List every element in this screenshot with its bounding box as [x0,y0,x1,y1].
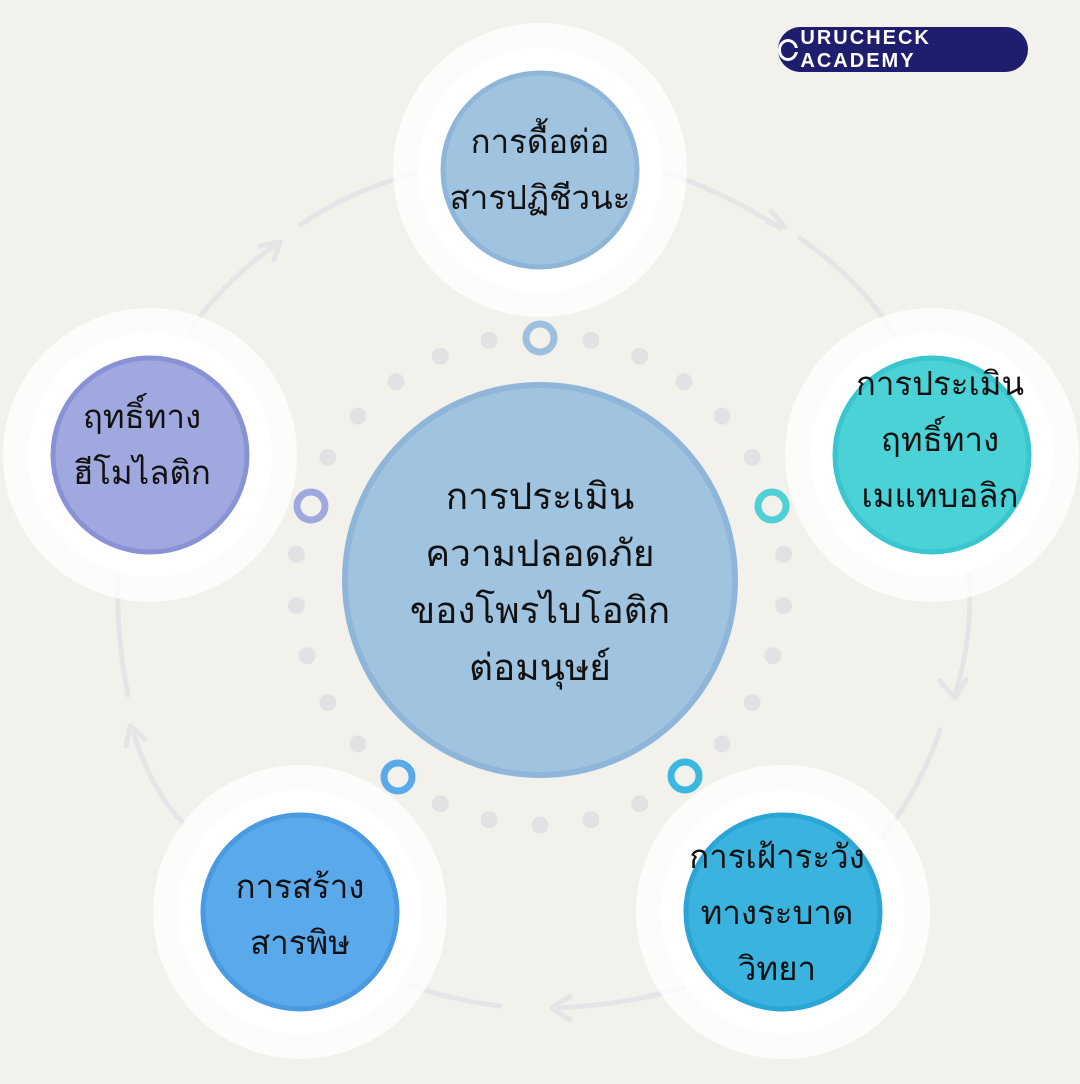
cycle-arrowhead-8 [257,239,283,263]
center-circle [342,382,738,778]
cycle-arc-8 [187,240,281,333]
accent-ring-dot-2 [667,758,703,794]
ring-dot-21 [298,647,316,665]
ring-dot-1 [582,331,600,349]
accent-ring-dot-1 [754,488,790,524]
cycle-arrowhead-6 [123,723,148,749]
ring-dot-7 [775,545,793,563]
ring-dot-23 [287,545,305,563]
ring-dot-20 [319,694,337,711]
cycle-arc-6 [130,727,188,828]
ring-dot-28 [431,347,449,365]
ring-dot-29 [480,331,498,349]
ring-dot-17 [431,795,449,813]
node-circle-4 [50,355,250,555]
node-circle-0 [440,70,640,270]
node-label-antibiotic-resistance: การดื้อต่อ สารปฏิชีวนะ [449,122,631,217]
g-letter-icon [778,38,799,61]
ring-dot-27 [387,373,405,391]
ring-dot-10 [743,694,761,711]
node-label-hemolytic-activity: ฤทธิ์ทาง ฮีโมไลติก [73,397,211,492]
ring-dot-4 [713,407,731,425]
ring-dot-15 [531,816,549,834]
ring-dot-5 [743,449,761,466]
ring-dot-2 [631,347,649,365]
cycle-arrowhead-2 [937,677,969,701]
ring-dot-25 [319,449,337,466]
node-label-epidemiological-surveillance: การเฝ้าระวัง ทางระบาด วิทยา [689,837,865,988]
node-label-toxin-production: การสร้าง สารพิษ [235,867,365,962]
cycle-arrowhead-4 [549,993,573,1023]
ring-dot-9 [764,647,782,665]
ring-dot-13 [631,795,649,813]
center-label: การประเมิน ความปลอดภัย ของโพรไบโอติก ต่อ… [409,475,671,689]
ring-dot-3 [675,373,693,391]
accent-ring-dot-3 [380,759,416,795]
ring-dot-11 [713,735,731,753]
brand-name: URUCHECK ACADEMY [800,26,931,72]
ring-dot-14 [582,811,600,829]
ring-dot-26 [349,407,367,425]
accent-ring-dot-4 [293,488,329,524]
brand-badge: URUCHECK ACADEMY [778,27,1028,72]
ring-dot-22 [287,597,305,615]
accent-ring-dot-0 [522,320,558,356]
ring-dot-16 [480,811,498,829]
node-label-metabolic-activity: การประเมิน ฤทธิ์ทาง เมแทบอลิก [855,364,1025,515]
node-circle-3 [200,812,400,1012]
cycle-arrowhead-0 [764,208,788,230]
ring-dot-19 [349,735,367,753]
node-circle-1 [832,355,1032,555]
node-circle-2 [683,812,883,1012]
ring-dot-8 [775,597,793,615]
